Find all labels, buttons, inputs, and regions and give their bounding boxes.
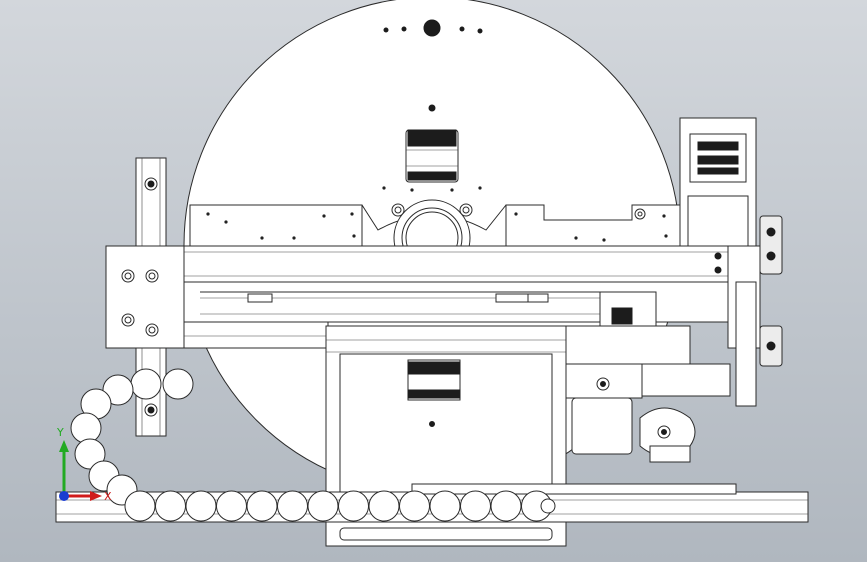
chain-link-2 xyxy=(102,374,134,406)
x-axis-label: X xyxy=(104,490,112,503)
chain-link-103 xyxy=(216,490,247,522)
y-axis-label: Y xyxy=(56,426,64,439)
chain-link-110 xyxy=(429,490,461,522)
chain-link-108 xyxy=(368,490,400,522)
cable-drag-chain xyxy=(70,368,556,522)
chain-link-112 xyxy=(490,490,522,522)
chain-link-4 xyxy=(70,412,102,444)
chain-link-1 xyxy=(130,368,162,400)
chain-link-109 xyxy=(399,490,430,522)
chain-link-100 xyxy=(124,490,156,522)
y-axis-arrowhead xyxy=(59,440,69,452)
chain-end-pin xyxy=(540,498,556,514)
chain-link-111 xyxy=(460,490,491,522)
x-axis-arrowhead xyxy=(90,491,102,501)
chain-link-104 xyxy=(246,490,278,522)
chain-link-5 xyxy=(74,438,106,470)
chain-link-106 xyxy=(307,490,339,522)
chain-link-101 xyxy=(155,490,186,522)
chain-link-102 xyxy=(185,490,217,522)
chain-link-0 xyxy=(162,368,194,400)
right-motor-assembly xyxy=(565,117,783,463)
coordinate-triad: X Y xyxy=(56,426,112,503)
chain-link-107 xyxy=(338,490,369,522)
z-axis-marker xyxy=(59,491,69,501)
chain-link-105 xyxy=(277,490,308,522)
